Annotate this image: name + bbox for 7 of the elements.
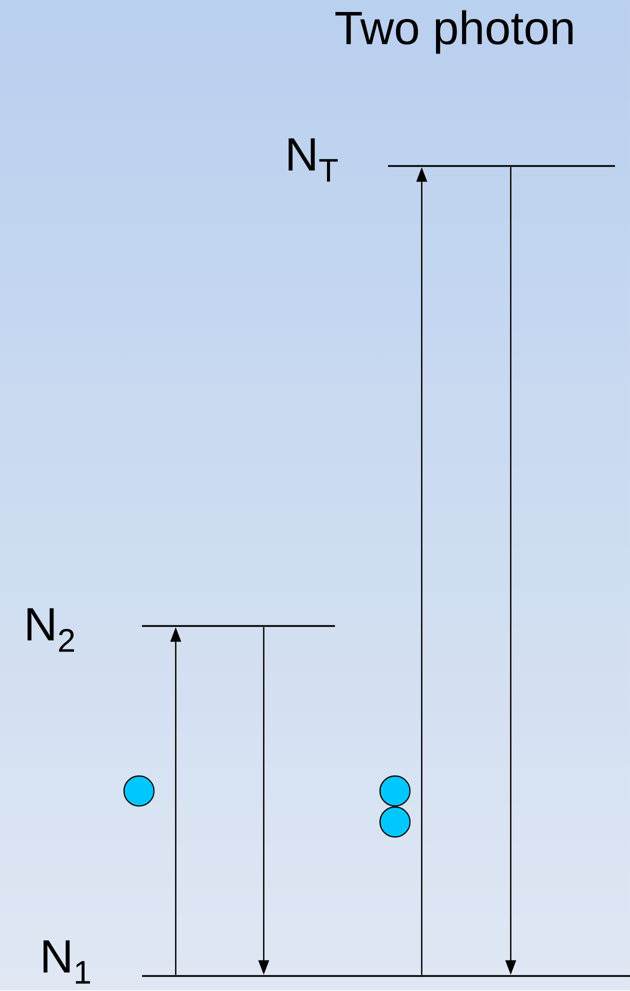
node-label: N$_{2}$ xyxy=(28,608,74,652)
energy-level: N$_{2}$ xyxy=(28,608,335,652)
title: Two photon xyxy=(335,10,573,54)
energy-level: N$_{1}$ xyxy=(44,940,630,984)
energy-level: N$_{T}$ xyxy=(288,138,615,182)
node-label: N$_{1}$ xyxy=(44,940,90,984)
node-label: N$_{T}$ xyxy=(288,138,338,182)
